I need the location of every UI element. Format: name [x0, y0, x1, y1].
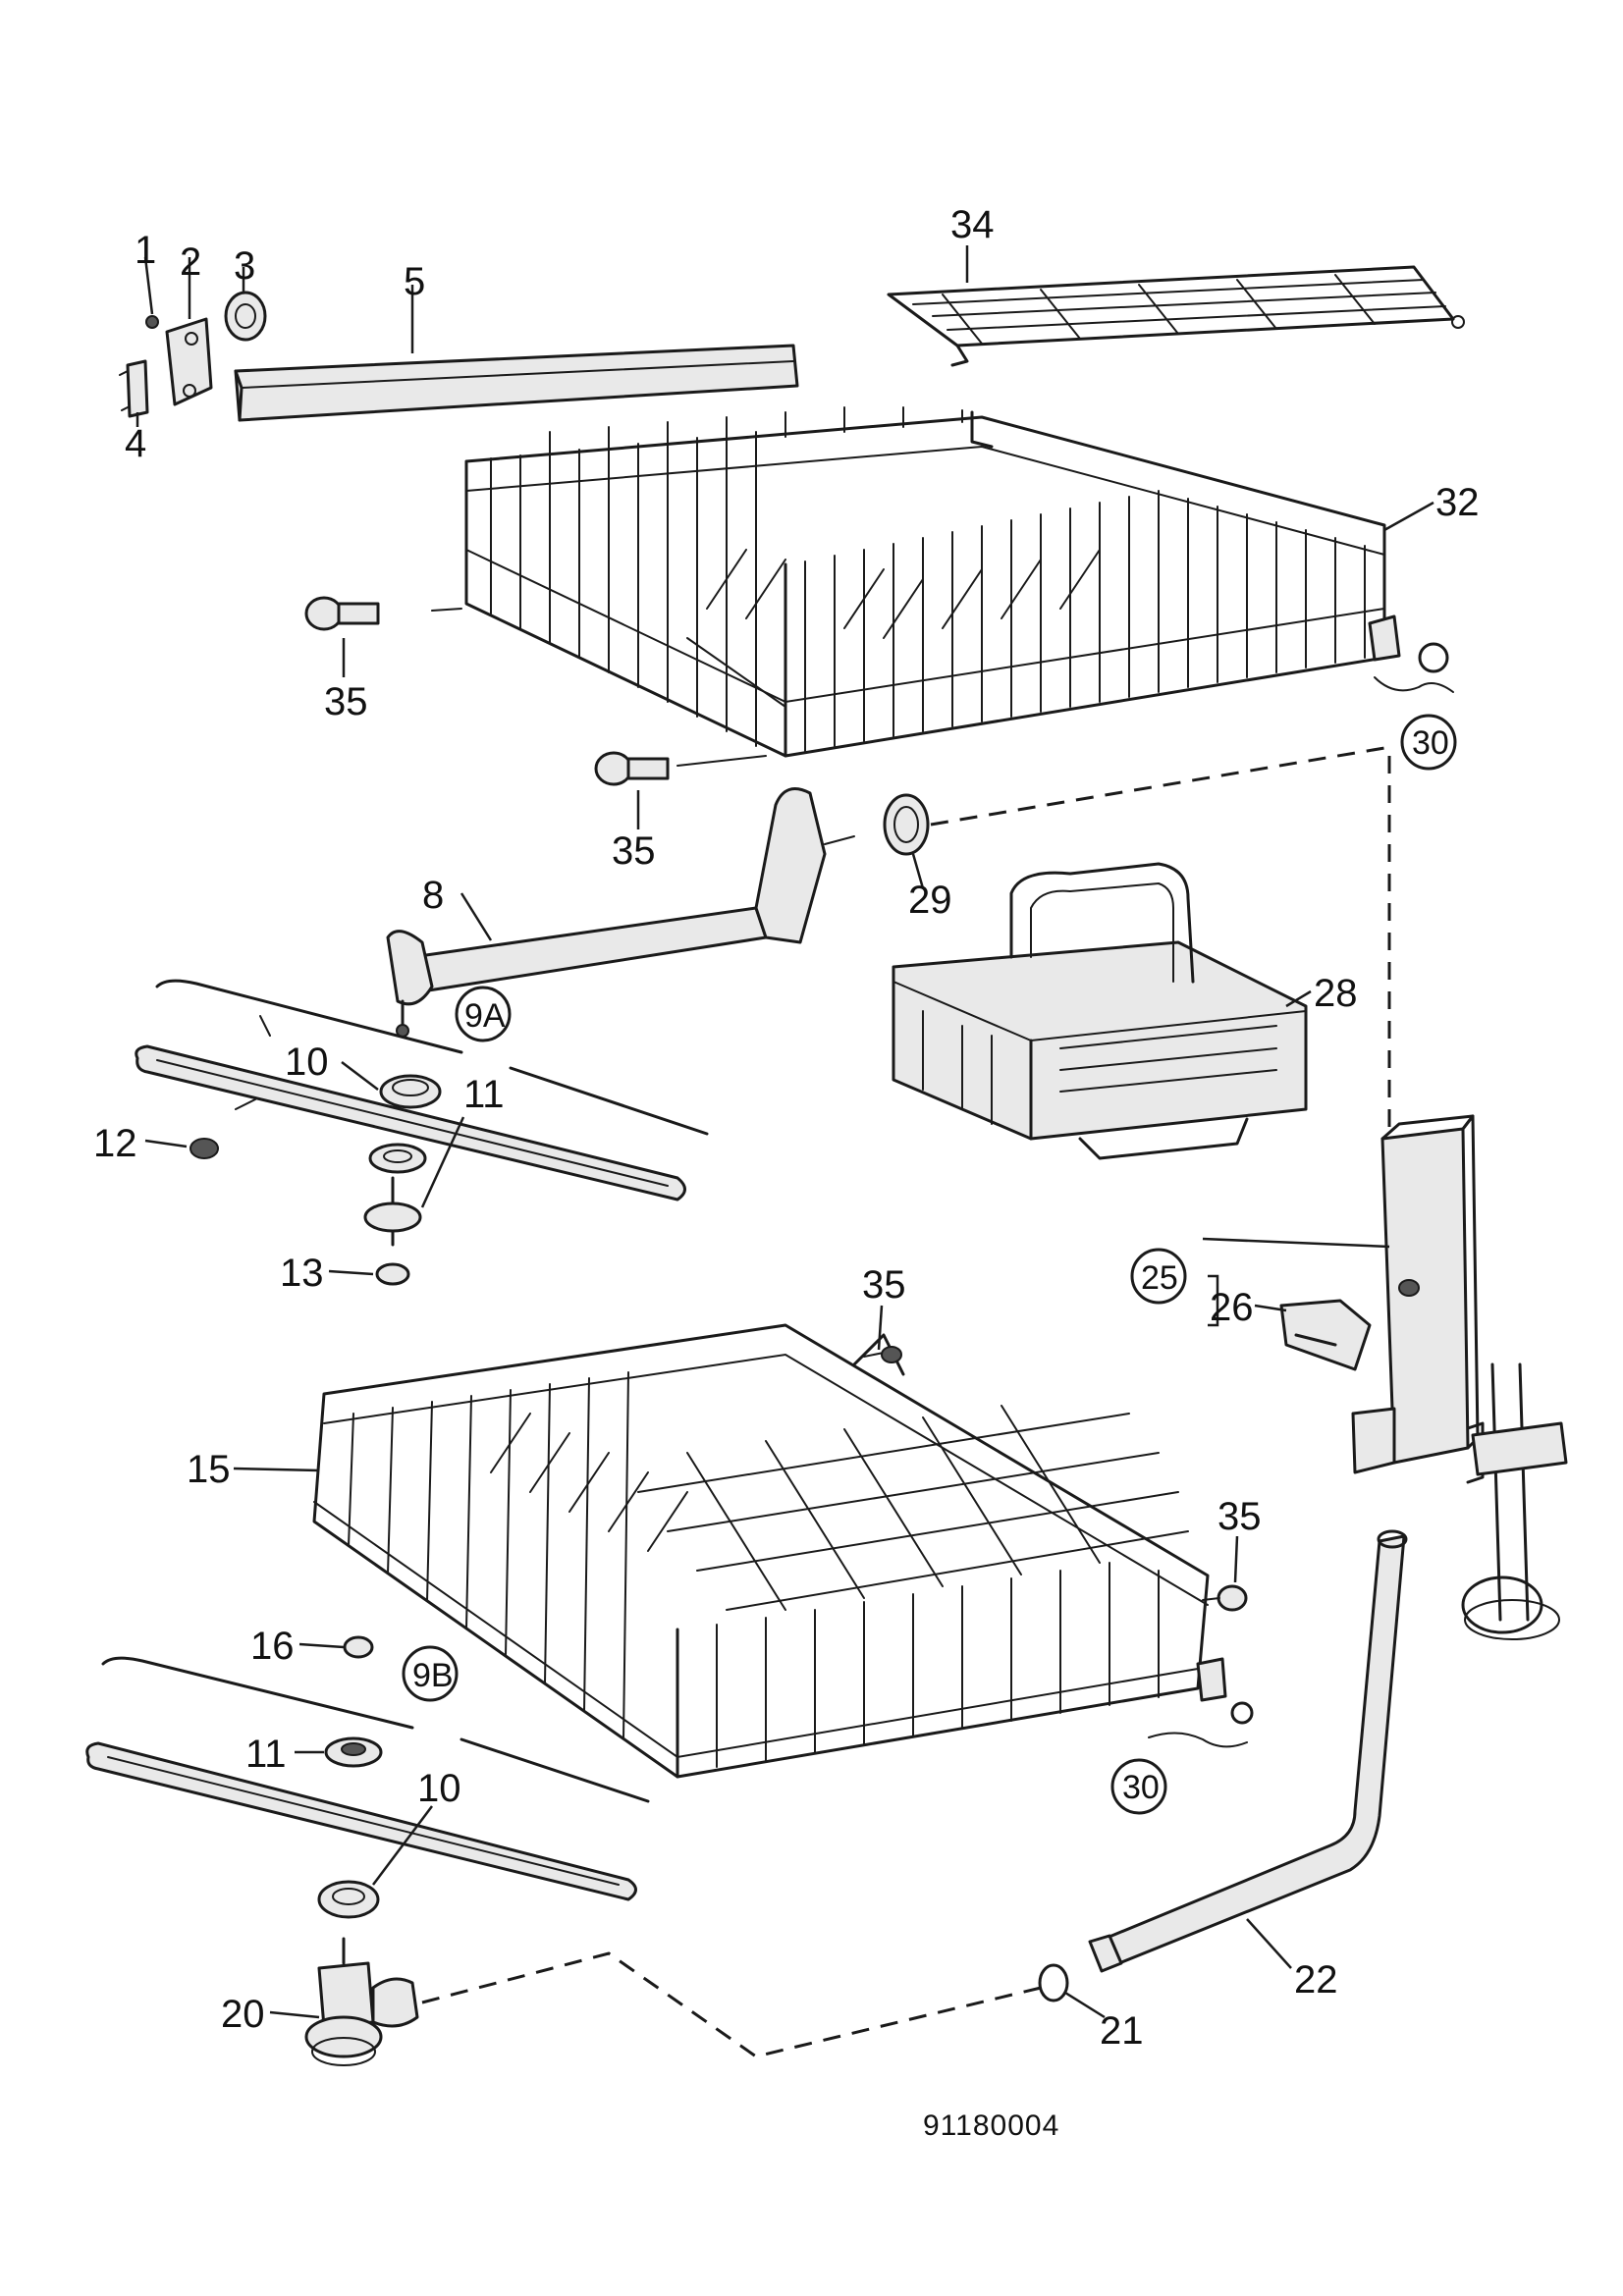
leader-29 — [911, 853, 925, 889]
label-32: 32 — [1435, 481, 1480, 524]
label-9b: 9B — [412, 1657, 454, 1694]
label-2: 2 — [180, 240, 201, 284]
leader-35c — [877, 1305, 884, 1351]
part-15-lower-basket — [312, 1323, 1210, 1779]
label-34: 34 — [950, 203, 995, 246]
part-4-clip — [119, 359, 149, 418]
leader-32 — [1383, 501, 1434, 532]
part-12-nozzle — [189, 1138, 219, 1159]
leader-8 — [460, 892, 493, 941]
label-35-upper: 35 — [324, 680, 368, 723]
label-35-lower-right: 35 — [1217, 1495, 1262, 1538]
circle-30-upper — [1400, 714, 1457, 771]
circle-30-lower — [1110, 1758, 1167, 1815]
leader-13 — [328, 1269, 374, 1276]
spray-arm-hub-stem — [363, 1176, 422, 1247]
part-22-supply-tube — [1088, 1529, 1408, 1973]
part-32-upper-basket — [464, 406, 1386, 758]
label-29: 29 — [908, 879, 952, 922]
label-10-lower: 10 — [417, 1767, 461, 1810]
label-30-lower: 30 — [1122, 1769, 1160, 1806]
leader-16 — [298, 1642, 345, 1649]
part-35-knob-lower-top — [863, 1346, 902, 1363]
label-25: 25 — [1141, 1259, 1178, 1297]
part-2-bracket — [165, 317, 213, 406]
part-20-spray-arm-bearing — [304, 1937, 419, 2066]
part-25-duct-housing — [1351, 1114, 1485, 1484]
leader-20 — [269, 2010, 320, 2019]
part-5-rail — [234, 344, 799, 422]
part-35-knob-upper — [304, 596, 462, 631]
label-8: 8 — [422, 874, 444, 917]
leader-15 — [233, 1467, 320, 1472]
label-20: 20 — [221, 1993, 265, 2036]
label-21: 21 — [1100, 2009, 1144, 2053]
leader-28 — [1285, 989, 1312, 1008]
part-9b-lower-spray-arm — [85, 1656, 650, 1901]
label-11-upper: 11 — [463, 1073, 505, 1116]
circle-25 — [1130, 1248, 1187, 1305]
part-10-ring-upper — [379, 1074, 442, 1109]
drawing-code: 91180004 — [923, 2109, 1059, 2142]
label-1: 1 — [135, 229, 156, 272]
label-22: 22 — [1294, 1958, 1338, 2002]
label-26: 26 — [1210, 1286, 1254, 1329]
label-11-lower: 11 — [245, 1733, 287, 1776]
brace-25 — [1208, 1274, 1219, 1327]
dashed-assembly-line-top — [930, 746, 1385, 827]
leader-10b — [372, 1805, 433, 1886]
part-26-clip — [1279, 1279, 1420, 1371]
label-3: 3 — [234, 244, 255, 288]
label-5: 5 — [404, 260, 425, 303]
part-30-clip-upper — [1368, 614, 1454, 693]
label-12: 12 — [93, 1122, 137, 1165]
part-8-water-tube — [386, 787, 855, 1038]
part-16-cap — [343, 1635, 374, 1659]
leader-11a — [420, 1116, 465, 1208]
leader-21 — [1064, 1991, 1106, 2019]
part-34-cup-shelf — [887, 265, 1465, 367]
label-16: 16 — [250, 1625, 295, 1668]
leader-26 — [1254, 1304, 1287, 1312]
part-35-knob-lower-right — [1202, 1584, 1248, 1612]
part-3-bushing — [224, 291, 267, 342]
part-11-hub-lower — [324, 1736, 383, 1768]
leader-12 — [144, 1139, 188, 1148]
label-10-upper: 10 — [285, 1041, 329, 1084]
label-28: 28 — [1314, 972, 1358, 1015]
part-1-screw — [145, 315, 159, 329]
side-pipe-assembly — [1461, 1362, 1568, 1640]
leader-25 — [1202, 1237, 1390, 1249]
part-35-knob-middle — [594, 751, 767, 786]
part-30-clip-lower — [1148, 1657, 1254, 1748]
part-28-cutlery-basket — [892, 862, 1308, 1160]
label-9a: 9A — [464, 997, 506, 1035]
circle-9a — [455, 986, 512, 1042]
label-13: 13 — [280, 1252, 324, 1295]
label-15: 15 — [187, 1448, 231, 1491]
label-4: 4 — [125, 422, 146, 465]
label-30-upper: 30 — [1412, 724, 1449, 762]
part-13-cap — [375, 1262, 410, 1286]
part-11-hub-upper — [368, 1143, 427, 1174]
leader-22 — [1246, 1918, 1292, 1969]
label-35-middle: 35 — [612, 829, 656, 873]
part-9a-upper-spray-arm — [135, 979, 709, 1201]
dashed-assembly-line-bottom — [421, 1951, 1042, 2058]
leader-10a — [341, 1061, 379, 1091]
part-10-ring-lower — [317, 1880, 380, 1919]
part-21-o-ring — [1038, 1963, 1069, 2002]
part-29-seal — [883, 793, 930, 856]
label-35-lower-top: 35 — [862, 1263, 906, 1307]
leader-1 — [143, 256, 154, 315]
circle-9b — [402, 1645, 459, 1702]
leader-35d — [1233, 1535, 1239, 1583]
